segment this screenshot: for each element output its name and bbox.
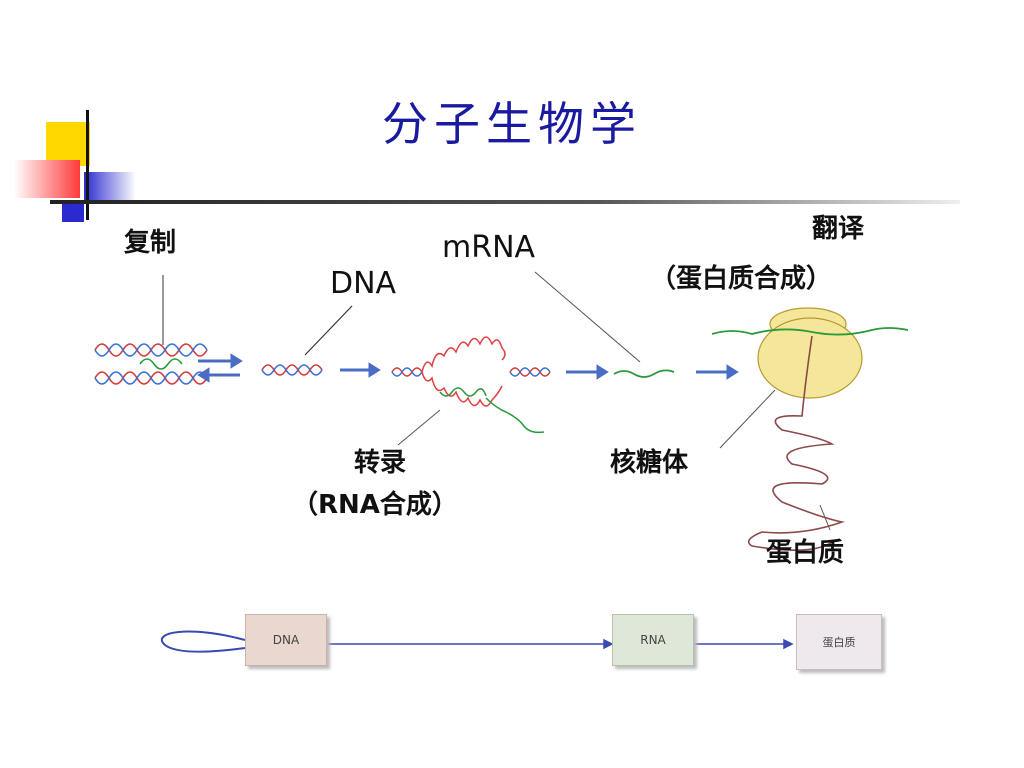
dna-label: DNA [330, 266, 397, 301]
blue-block [84, 172, 136, 202]
arrow-to-mrna [566, 364, 609, 380]
red-block [14, 160, 80, 198]
mrna-strand [613, 369, 675, 378]
protein-label: 蛋白质 [766, 538, 845, 568]
equilibrium-arrows [197, 353, 243, 383]
translation-sub-label: （蛋白质合成） [650, 264, 833, 294]
flow-box-rna: RNA [612, 614, 694, 666]
flow-arrow-1 [325, 638, 614, 650]
dna-pointer [304, 305, 353, 356]
page-title: 分子生物学 [382, 97, 642, 151]
mrna-through-ribosome [711, 327, 909, 336]
polypeptide-chain [747, 335, 846, 551]
arrow-to-transcription [340, 362, 381, 378]
transcription-sub-label: （RNA合成） [292, 490, 458, 520]
replicating-dna-helix [94, 343, 208, 385]
flow-box-dna: DNA [245, 614, 327, 666]
flow-box-dna-label: DNA [272, 633, 300, 647]
transcription-bubble [391, 336, 551, 434]
flow-arrow-2 [692, 638, 794, 650]
small-blue-square [62, 200, 84, 222]
vertical-rule [86, 110, 89, 220]
arrow-to-ribosome [696, 364, 739, 380]
replication-label: 复制 [124, 228, 177, 258]
horizontal-rule [50, 200, 960, 204]
flow-loop [161, 630, 246, 653]
transcription-label: 转录 [354, 448, 407, 478]
mrna-pointer [534, 271, 641, 363]
mrna-label: mRNA [442, 230, 536, 265]
dna-helix [261, 364, 323, 376]
ribosome-pointer [719, 389, 776, 449]
transcription-pointer [397, 409, 441, 446]
ribosome-label: 核糖体 [610, 448, 689, 478]
translation-label: 翻译 [812, 214, 865, 244]
flow-box-rna-label: RNA [640, 633, 666, 647]
flow-box-protein: 蛋白质 [796, 614, 882, 670]
corner-decoration [0, 100, 160, 230]
yellow-block [46, 122, 90, 166]
flow-box-protein-label: 蛋白质 [822, 636, 856, 649]
ribosome [757, 307, 863, 399]
